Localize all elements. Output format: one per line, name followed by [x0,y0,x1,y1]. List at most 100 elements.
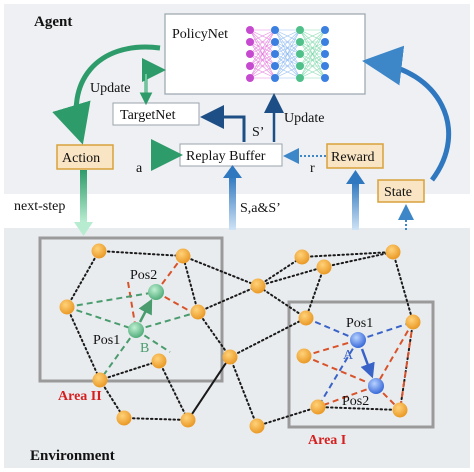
area-1-pos1-label: Pos1 [346,316,373,331]
graph-node [310,399,326,415]
state-box [377,179,425,203]
graph-edge [305,266,325,319]
route-edge [303,355,377,387]
graph-node [316,259,332,275]
area-2-box [38,236,224,383]
graph-node [180,412,196,428]
route-edge [135,329,171,353]
graph-edge [197,311,231,358]
route-edge [155,255,184,293]
targetnet-label: TargetNet [120,108,176,123]
nn-neuron [321,26,329,34]
route-edge [317,339,359,408]
route-edge [127,281,137,331]
state-to-policy-curve [362,45,451,182]
route-edge [399,321,414,411]
nn-connection [274,65,301,79]
graph-edge [182,255,199,313]
graph-node [385,244,401,260]
nn-connection [299,65,326,79]
area-2-move-arrow [138,298,153,323]
graph-node [296,348,312,364]
nn-neuron [271,74,279,82]
action-label: Action [62,151,100,166]
nn-connection [274,29,301,43]
nn-connection [274,41,301,79]
graph-node [190,304,206,320]
graph-node [92,372,108,388]
graph-node [151,353,167,369]
nn-connection [249,29,276,55]
edge-r-label: r [310,161,315,176]
environment-graph [59,243,421,434]
transition-arrowhead [223,165,242,178]
graph-edge [229,356,258,427]
area-2-label: Area II [58,389,102,404]
graph-node [116,410,132,426]
nn-connection [299,29,326,67]
graph-node [298,310,314,326]
nn-neuron [246,62,254,70]
graph-edge [257,256,303,287]
graph-edge [182,255,259,287]
nn-neuron [246,38,254,46]
nn-connection [249,29,276,79]
nn-neuron [296,50,304,58]
nn-neuron [246,74,254,82]
nn-connection [249,29,276,67]
graph-edge [98,250,184,257]
area-1-box [287,300,435,429]
nn-neuron [271,50,279,58]
update-right-label: Update [284,111,324,126]
nn-connection [299,53,326,79]
nn-connection [274,29,301,79]
environment-panel [4,228,470,468]
nn-neuron [246,50,254,58]
nn-connection [274,29,301,55]
neural-network-icon [246,26,329,82]
nn-neuron [271,26,279,34]
area-1-pos1-node [350,332,366,348]
nn-neuron [296,62,304,70]
nn-neuron [321,74,329,82]
area-1-label: Area I [308,433,346,448]
nn-neuron [271,62,279,70]
graph-edge [392,251,414,323]
action-box [56,144,114,170]
transition-arrow [229,176,236,230]
next-step-arrowhead [74,222,93,236]
route-edge [135,311,199,331]
graph-edge [301,251,394,258]
agent-title: Agent [34,14,72,30]
graph-edge [66,306,101,381]
route-edge [155,291,196,315]
nn-neuron [321,50,329,58]
area-1-pos2-label: Pos2 [342,394,369,409]
targetnet-box [112,102,200,126]
graph-edge [99,360,160,381]
nn-connection [274,29,301,67]
area-2-pos2-node [148,284,164,300]
state-label: State [384,185,412,200]
env-to-reward-arrowhead [346,170,365,184]
nn-connection [299,29,326,43]
graph-node [250,278,266,294]
graph-edge [123,417,189,421]
graph-edge [158,360,189,421]
policy-to-action-curve [52,44,161,145]
environment-title: Environment [30,448,115,464]
nn-neuron [296,26,304,34]
update-left-label: Update [90,81,130,96]
area-1-move-arrow [360,348,375,379]
edge-a-label: a [136,161,143,176]
route-edge [66,291,157,308]
area-2-pos1-node [128,322,144,338]
nn-neuron [321,38,329,46]
nn-connection [249,29,276,43]
nn-neuron [321,62,329,70]
area-2-agent-label: B [140,341,149,356]
nn-connection [249,41,276,79]
env-to-reward-arrow [352,182,359,230]
graph-node [249,418,265,434]
